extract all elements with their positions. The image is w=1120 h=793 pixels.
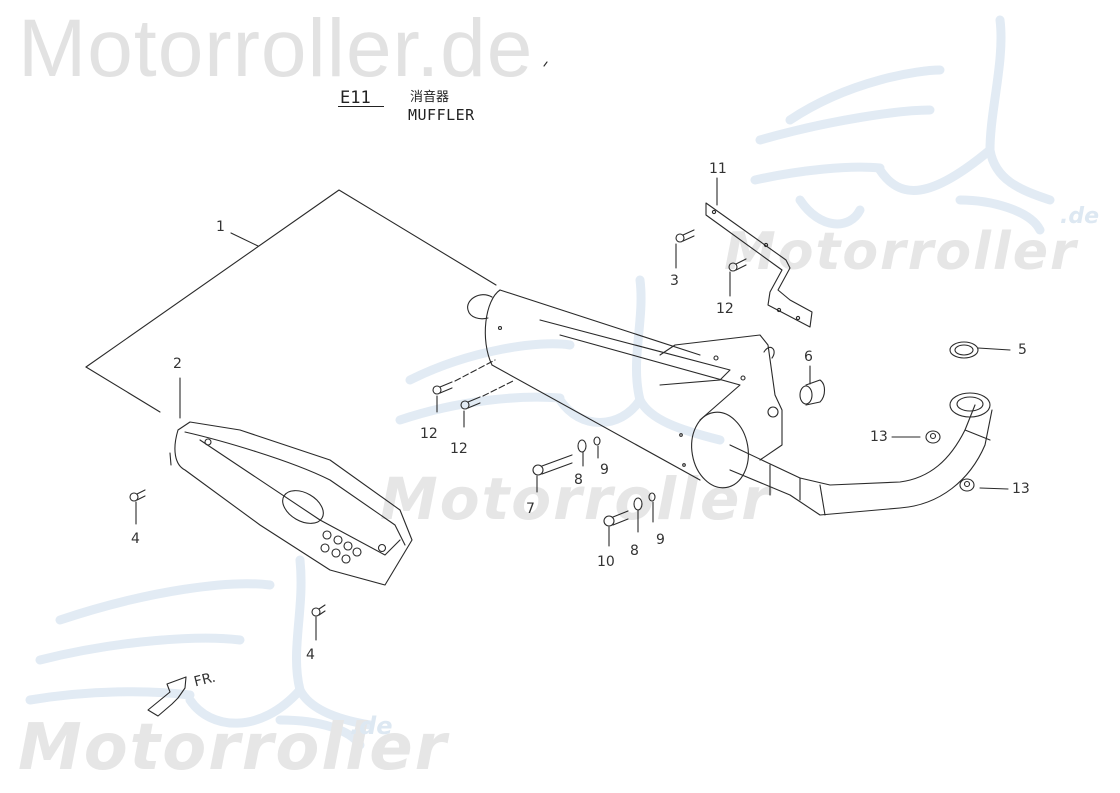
- watermark-suffix-top-right: .de: [1060, 204, 1100, 229]
- callout-1: 1: [216, 219, 225, 235]
- bolt-10: [603, 510, 629, 527]
- callout-12-top: 12: [716, 301, 734, 317]
- callout-7: 7: [526, 501, 535, 517]
- section-code: E11: [340, 88, 371, 108]
- gasket-5: [949, 341, 979, 359]
- callout-12-left-b: 12: [450, 441, 468, 457]
- washer-8-upper: [577, 439, 587, 453]
- nut-9-upper: [593, 436, 601, 446]
- callout-12-left-a: 12: [420, 426, 438, 442]
- callout-9-lower: 9: [656, 532, 665, 548]
- exhaust-pipe: [729, 392, 993, 516]
- callout-8-lower: 8: [630, 543, 639, 559]
- callout-13-upper: 13: [870, 429, 888, 445]
- front-direction-arrow: [147, 676, 187, 717]
- bolt-3: [675, 229, 695, 243]
- bolt-12-left-a: [432, 359, 496, 395]
- callout-11: 11: [709, 161, 727, 177]
- watermark-top-text: Motorroller.de: [18, 3, 534, 94]
- muffler-bracket: [705, 202, 813, 328]
- watermark-brand-top-right: Motorroller: [724, 222, 1078, 282]
- callout-8-upper: 8: [574, 472, 583, 488]
- bolt-12-top: [728, 258, 747, 272]
- washer-8-lower: [633, 497, 643, 511]
- nut-13-lower: [959, 478, 975, 492]
- watermark-brand-bottom-left: Motorroller: [18, 711, 449, 785]
- callout-2: 2: [173, 356, 182, 372]
- callout-6: 6: [804, 349, 813, 365]
- nut-9-lower: [648, 492, 656, 502]
- callout-9-upper: 9: [600, 462, 609, 478]
- heat-shield: [169, 421, 413, 586]
- screw-4-left: [129, 489, 146, 502]
- muffler-body: [467, 289, 783, 489]
- callout-5: 5: [1018, 342, 1027, 358]
- assembly-bracket-line: [85, 189, 497, 368]
- bolt-12-left-b: [460, 379, 516, 410]
- watermark-suffix-bottom-left: .de: [350, 712, 393, 740]
- callout-3: 3: [670, 273, 679, 289]
- collar-6: [799, 379, 826, 406]
- callout-4-bottom: 4: [306, 647, 315, 663]
- section-title-english: MUFFLER: [408, 106, 475, 124]
- screw-4-bottom: [311, 604, 326, 617]
- section-code-underline: [338, 106, 384, 107]
- callout-4-left: 4: [131, 531, 140, 547]
- callout-10: 10: [597, 554, 615, 570]
- nut-13-upper: [925, 430, 941, 444]
- bolt-7: [532, 454, 573, 476]
- callout-13-lower: 13: [1012, 481, 1030, 497]
- section-title-chinese: 消音器: [410, 90, 450, 105]
